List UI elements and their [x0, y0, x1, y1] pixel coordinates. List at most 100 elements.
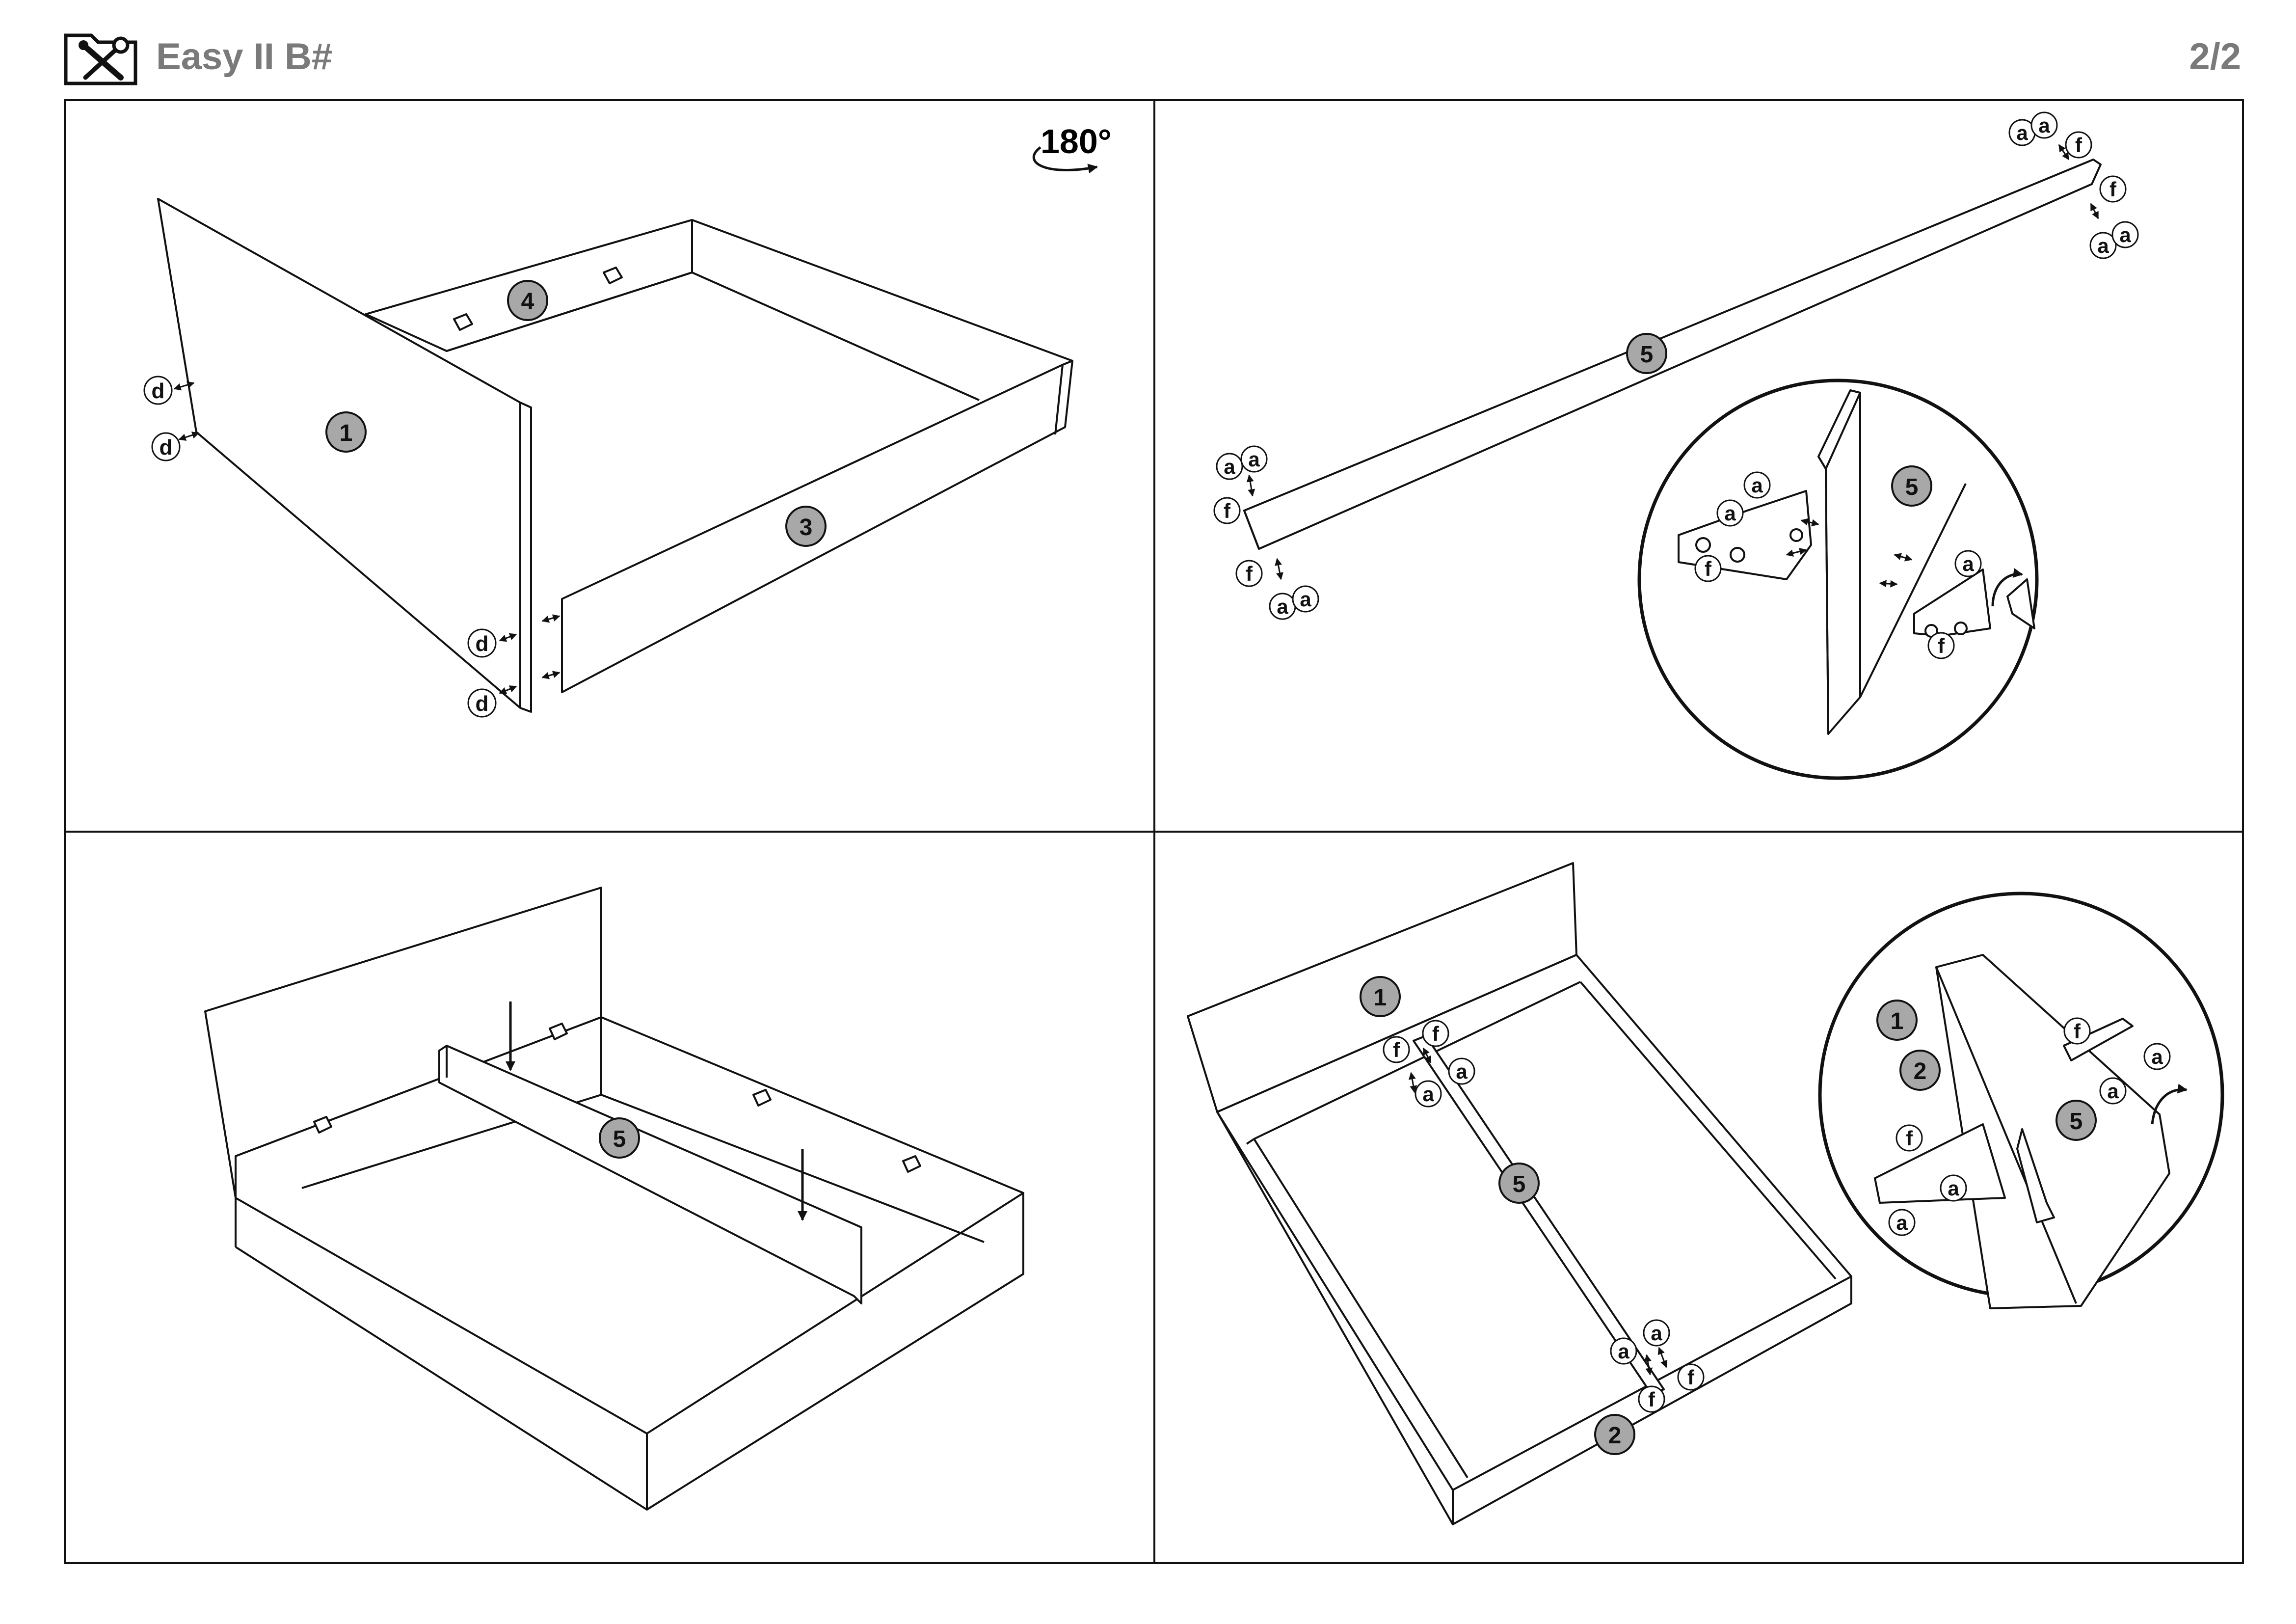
- hw-a: a: [1269, 593, 1296, 620]
- panel-4: [1187, 862, 2224, 1525]
- svg-text:f: f: [1687, 1366, 1695, 1389]
- svg-text:d: d: [476, 632, 489, 656]
- hw-a: a: [1643, 1319, 1670, 1347]
- hw-a: a: [2030, 111, 2058, 139]
- rotate-180-icon: 180°: [1033, 122, 1112, 174]
- svg-text:a: a: [2151, 1045, 2163, 1068]
- badge-part-5-detail: 5: [1891, 465, 1932, 507]
- svg-text:f: f: [1224, 499, 1231, 522]
- badge-part-2-frame: 2: [1594, 1414, 1635, 1455]
- svg-text:a: a: [2038, 114, 2050, 137]
- hw-a: a: [2143, 1043, 2171, 1070]
- badge-part-1-detail: 1: [1876, 1000, 1918, 1041]
- svg-text:1: 1: [1374, 985, 1387, 1011]
- panel-3-arrows: [506, 1001, 807, 1221]
- tools-icon: [64, 30, 137, 85]
- svg-text:a: a: [1751, 474, 1763, 497]
- hw-f: f: [2065, 131, 2092, 159]
- hw-f: f: [1638, 1385, 1665, 1413]
- hw-a: a: [1216, 453, 1243, 480]
- badge-part-5-rail: 5: [1626, 333, 1667, 374]
- hw-f: f: [1927, 632, 1955, 659]
- svg-text:a: a: [2107, 1080, 2119, 1103]
- svg-text:a: a: [1300, 588, 1311, 611]
- svg-text:a: a: [1224, 455, 1235, 478]
- badge-part-2-detail: 2: [1899, 1050, 1941, 1091]
- svg-text:f: f: [2074, 1020, 2081, 1043]
- hw-a: a: [1240, 445, 1268, 473]
- hw-a: a: [1888, 1209, 1916, 1236]
- hw-d: d: [151, 432, 181, 461]
- svg-text:180°: 180°: [1041, 122, 1112, 161]
- svg-text:1: 1: [340, 420, 353, 446]
- frame-outline: [235, 1016, 1024, 1511]
- svg-text:a: a: [1651, 1322, 1662, 1345]
- hw-f: f: [1677, 1363, 1705, 1391]
- svg-text:a: a: [1896, 1211, 1908, 1234]
- page-number: 2/2: [2189, 36, 2241, 78]
- hw-a: a: [1743, 471, 1771, 499]
- svg-text:a: a: [1618, 1340, 1629, 1363]
- hw-a: a: [1610, 1337, 1637, 1365]
- hw-f: f: [1694, 555, 1722, 582]
- svg-text:2: 2: [1914, 1058, 1927, 1084]
- svg-text:a: a: [1422, 1083, 1434, 1106]
- hw-a: a: [1415, 1080, 1442, 1108]
- panel-1-arrows: [173, 381, 561, 694]
- svg-text:f: f: [1393, 1038, 1400, 1061]
- svg-text:5: 5: [1905, 474, 1919, 500]
- panel-grid: [64, 99, 2244, 1564]
- svg-text:4: 4: [521, 289, 534, 315]
- panel-3: [204, 887, 1024, 1511]
- badge-part-5-frame: 5: [599, 1117, 640, 1159]
- svg-text:d: d: [476, 692, 489, 716]
- hw-f: f: [1383, 1036, 1410, 1063]
- hw-f: f: [1422, 1020, 1449, 1047]
- panel-2: [1243, 159, 2102, 780]
- svg-text:f: f: [2075, 134, 2082, 157]
- svg-text:f: f: [1648, 1388, 1655, 1411]
- hw-a: a: [2099, 1077, 2127, 1105]
- hw-a: a: [1292, 585, 1319, 613]
- svg-text:a: a: [1948, 1177, 1959, 1200]
- svg-text:a: a: [2119, 223, 2131, 246]
- svg-text:d: d: [160, 435, 173, 460]
- page-title: Easy II B#: [156, 36, 333, 78]
- badge-part-5-center: 5: [1498, 1163, 1540, 1204]
- svg-text:a: a: [1962, 552, 1974, 575]
- panel-2-arrows: [1246, 144, 2099, 607]
- hw-a: a: [1954, 550, 1982, 577]
- svg-text:a: a: [1248, 448, 1260, 471]
- svg-text:f: f: [1432, 1022, 1440, 1045]
- svg-text:f: f: [1906, 1127, 1913, 1150]
- badge-part-1: 1: [325, 411, 367, 453]
- svg-text:5: 5: [2070, 1109, 2083, 1135]
- svg-text:f: f: [1705, 557, 1712, 580]
- svg-text:a: a: [1456, 1060, 1468, 1083]
- svg-text:f: f: [1246, 562, 1253, 585]
- hw-d: d: [467, 628, 497, 658]
- panel-4-arrows: [1408, 1047, 2188, 1376]
- badge-part-1-frame: 1: [1360, 976, 1401, 1017]
- svg-text:2: 2: [1608, 1423, 1622, 1449]
- hw-a: a: [2111, 221, 2139, 248]
- svg-text:d: d: [152, 379, 165, 403]
- svg-text:f: f: [1938, 634, 1945, 657]
- svg-text:1: 1: [1891, 1008, 1904, 1034]
- hw-f: f: [1213, 497, 1241, 524]
- svg-text:a: a: [2016, 121, 2028, 144]
- hw-a: a: [1940, 1174, 1967, 1202]
- hw-f: f: [2099, 175, 2127, 203]
- hw-a: a: [2089, 232, 2117, 259]
- hw-f: f: [1896, 1124, 1923, 1152]
- svg-text:5: 5: [1640, 342, 1654, 368]
- hardware-labels: d d d d a a f f a a a a f f a a a a f a …: [143, 111, 2171, 1413]
- hw-f: f: [2063, 1017, 2091, 1045]
- hw-a: a: [1448, 1057, 1475, 1085]
- svg-text:5: 5: [613, 1126, 626, 1152]
- badge-part-3: 3: [785, 506, 827, 547]
- svg-text:3: 3: [800, 514, 813, 541]
- svg-text:a: a: [2097, 234, 2109, 257]
- part-badges: 4 1 3 5 5 5 1 5 2 1 2 5: [325, 280, 2097, 1455]
